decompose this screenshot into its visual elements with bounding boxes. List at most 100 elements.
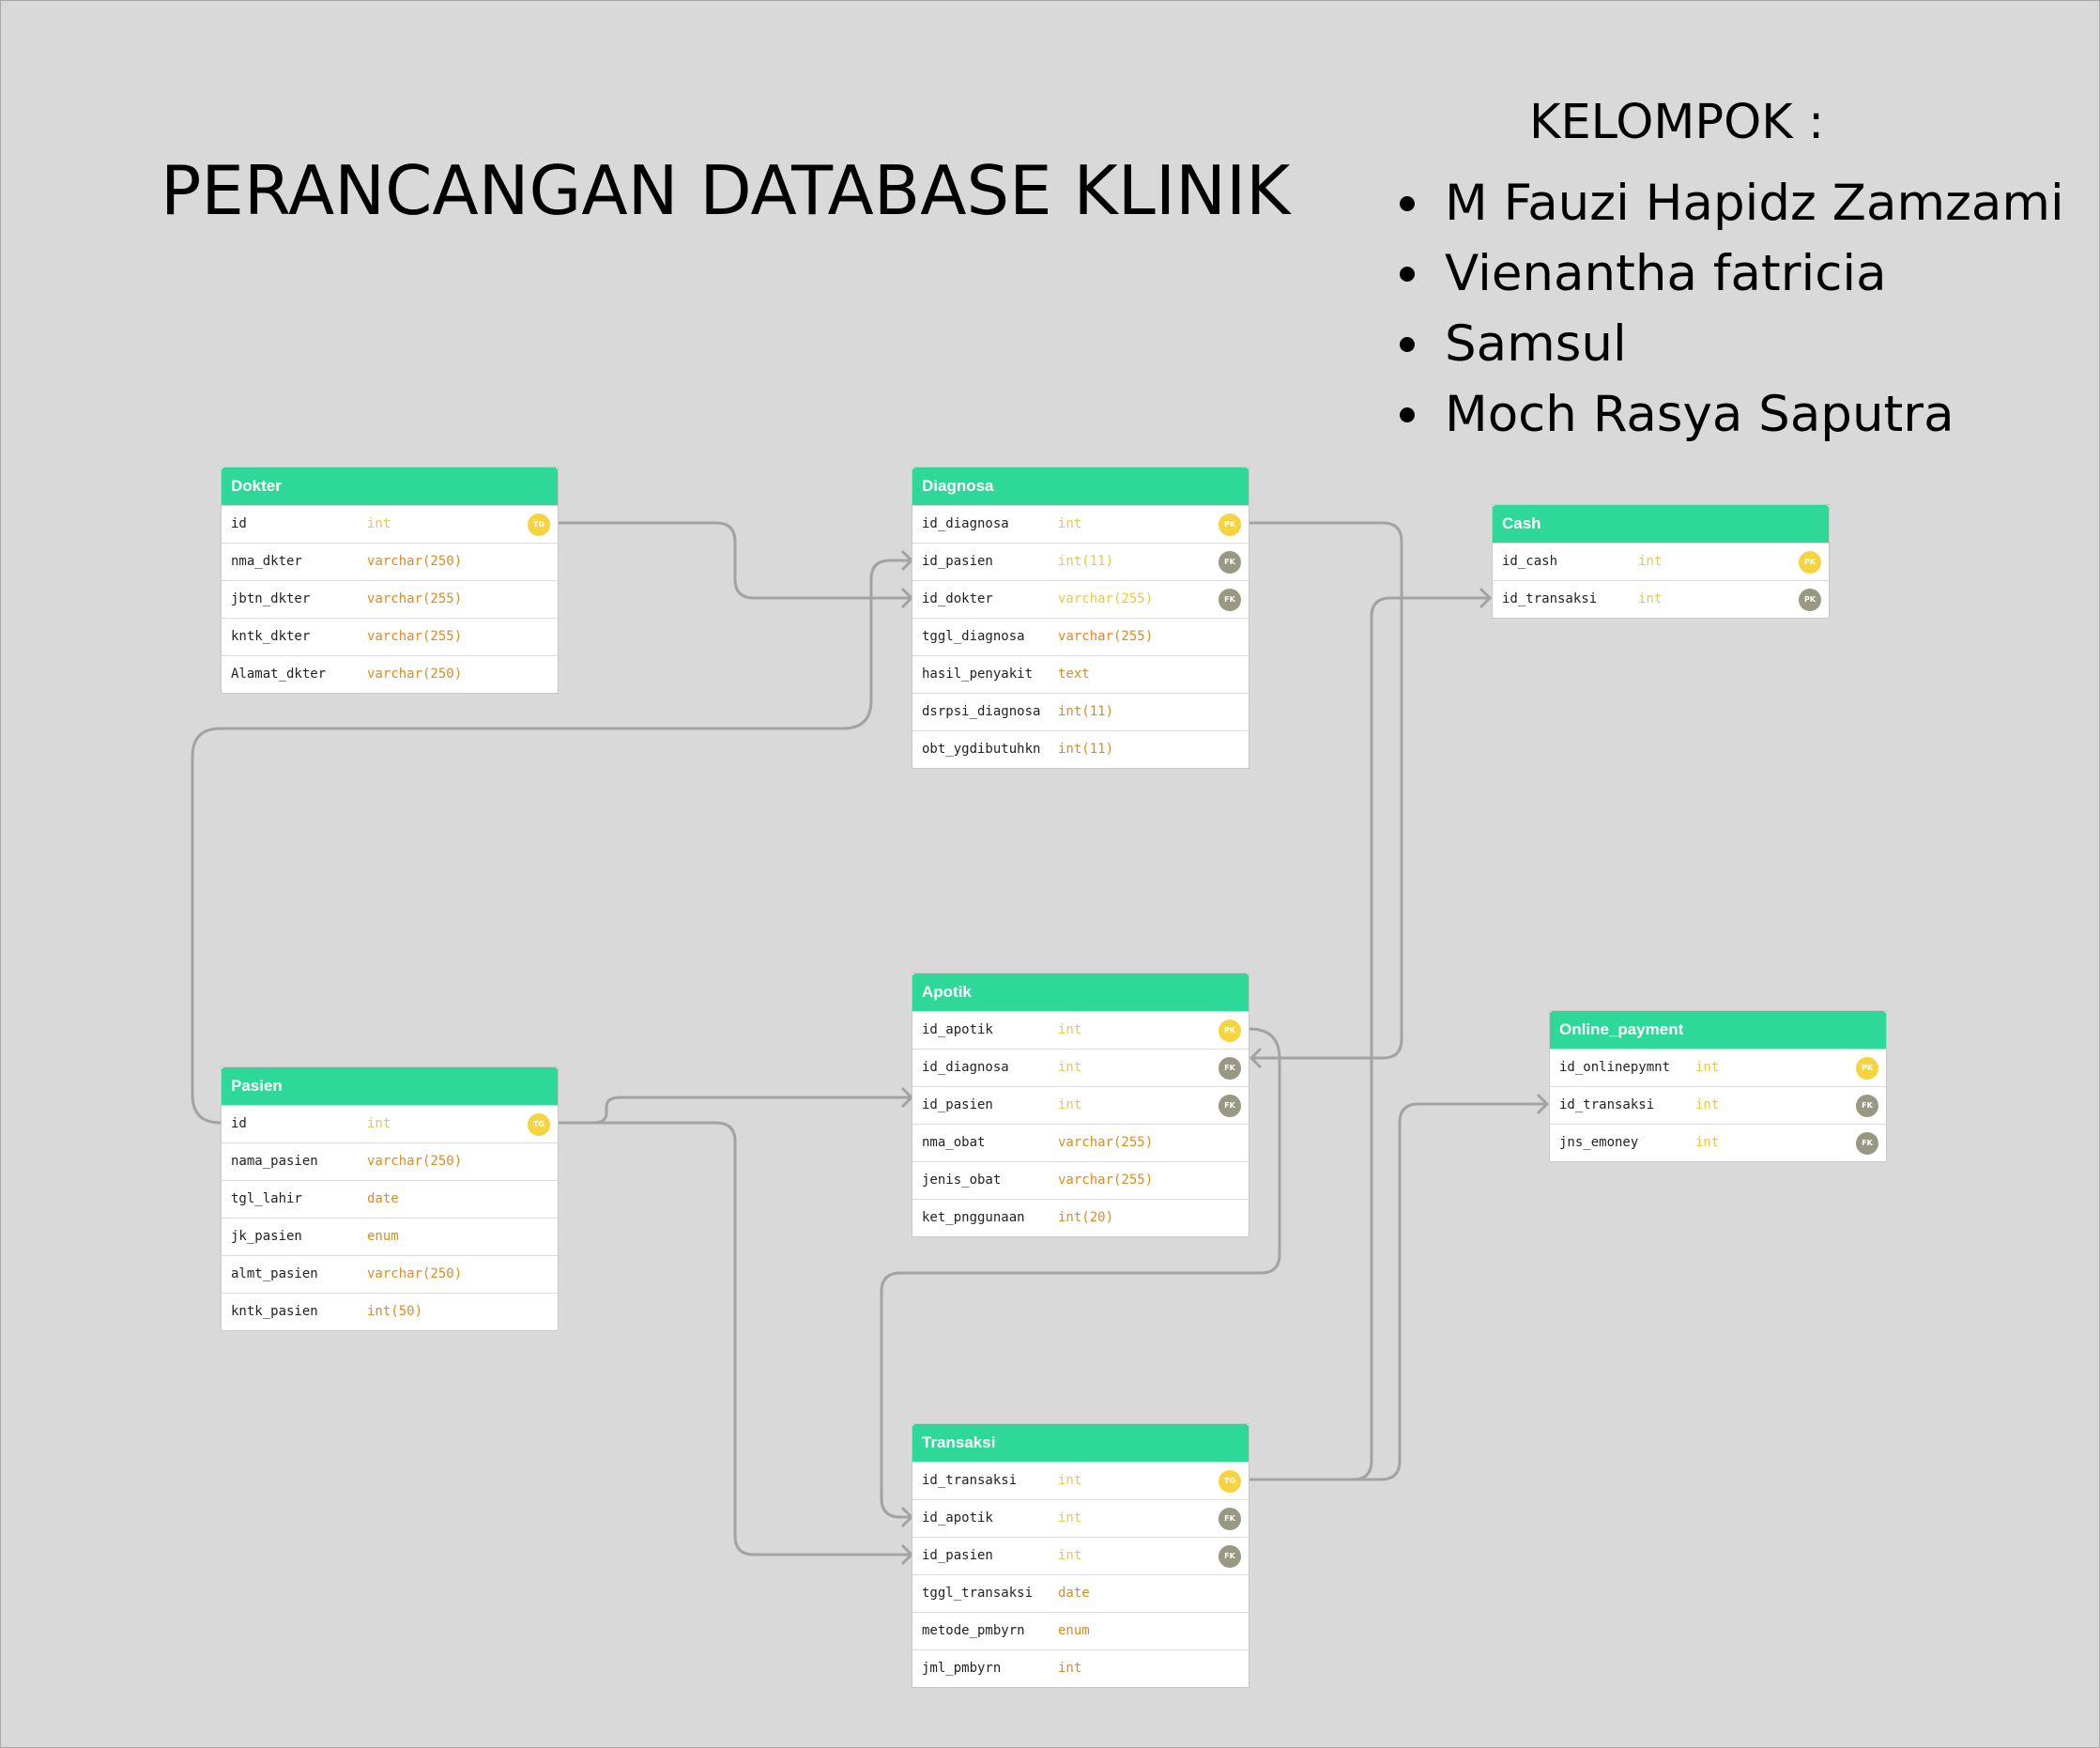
table-header[interactable]: Transaksi: [912, 1424, 1249, 1462]
key-badge-icon: FK: [1219, 1508, 1241, 1530]
field-name: nama_pasien: [231, 1154, 318, 1169]
field-name: id_pasien: [922, 1548, 993, 1563]
key-badge-icon: FK: [1219, 551, 1241, 574]
bullet-icon: [1400, 267, 1415, 282]
table-row[interactable]: jenis_obat varchar(255): [912, 1161, 1249, 1199]
table-row[interactable]: dsrpsi_diagnosa int(11): [912, 693, 1249, 730]
field-type: varchar(255): [1058, 629, 1154, 644]
field-type: text: [1058, 667, 1090, 682]
field-type: int: [1058, 1097, 1082, 1112]
field-name: dsrpsi_diagnosa: [922, 704, 1041, 719]
table-online-payment[interactable]: Online_payment id_onlinepymnt int PK id_tran…: [1549, 1010, 1887, 1162]
field-name: obt_ygdibutuhkn: [922, 742, 1041, 757]
table-row[interactable]: tggl_diagnosa varchar(255): [912, 618, 1249, 655]
table-header[interactable]: Dokter: [222, 468, 558, 505]
table-row[interactable]: id_apotik int FK: [912, 1499, 1249, 1537]
field-name: id_onlinepymnt: [1559, 1060, 1671, 1075]
table-header[interactable]: Online_payment: [1550, 1011, 1886, 1049]
field-name: tggl_diagnosa: [922, 629, 1025, 644]
field-type: int: [1695, 1060, 1720, 1075]
field-type: int(11): [1058, 554, 1114, 569]
key-badge-icon: TG: [1219, 1470, 1241, 1493]
field-type: int(11): [1058, 704, 1114, 719]
key-badge-icon: PK: [1799, 551, 1821, 574]
key-badge-icon: TG: [528, 514, 550, 536]
key-badge-icon: PK: [1219, 1020, 1241, 1042]
field-type: int: [1058, 1510, 1082, 1526]
field-name: jk_pasien: [231, 1229, 302, 1244]
key-badge-icon: FK: [1856, 1095, 1878, 1117]
table-header[interactable]: Pasien: [222, 1067, 558, 1105]
field-type: varchar(250): [367, 1266, 463, 1281]
field-type: varchar(255): [1058, 1173, 1154, 1188]
field-name: hasil_penyakit: [922, 667, 1034, 682]
field-type: int: [1058, 1060, 1082, 1075]
group-member: Samsul: [1396, 309, 2064, 379]
table-row[interactable]: id_onlinepymnt int PK: [1550, 1049, 1886, 1086]
field-name: ket_pnggunaan: [922, 1210, 1025, 1225]
field-name: id_pasien: [922, 1097, 993, 1112]
table-row[interactable]: hasil_penyakit text: [912, 655, 1249, 693]
bullet-icon: [1400, 337, 1415, 352]
field-type: int: [367, 1116, 391, 1131]
field-type: enum: [367, 1229, 399, 1244]
field-type: int: [1058, 516, 1082, 531]
field-type: varchar(250): [367, 554, 463, 569]
table-header[interactable]: Apotik: [912, 974, 1249, 1011]
table-header[interactable]: Diagnosa: [912, 468, 1249, 505]
field-name: jenis_obat: [922, 1173, 1002, 1188]
table-header[interactable]: Cash: [1493, 505, 1829, 543]
connector-pasien-diagnosa: [191, 559, 912, 1125]
field-type: varchar(255): [367, 629, 463, 644]
field-name: id_apotik: [922, 1510, 993, 1526]
key-badge-icon: PK: [1856, 1057, 1878, 1080]
field-type: date: [367, 1191, 399, 1206]
table-row[interactable]: jk_pasien enum: [222, 1218, 558, 1255]
connector-apotik-transaksi: [880, 1027, 1281, 1519]
field-name: jbtn_dkter: [231, 591, 311, 606]
table-row[interactable]: jbtn_dkter varchar(255): [222, 580, 558, 618]
field-name: id_diagnosa: [922, 1060, 1009, 1075]
field-type: varchar(250): [367, 667, 463, 682]
field-type: varchar(255): [367, 591, 463, 606]
field-type: enum: [1058, 1623, 1090, 1638]
field-name: nma_obat: [922, 1135, 986, 1150]
field-name: id: [231, 516, 247, 531]
field-type: int: [1058, 1548, 1082, 1563]
key-badge-icon: FK: [1219, 1057, 1241, 1080]
field-name: id_transaksi: [1502, 591, 1598, 606]
table-row[interactable]: id_diagnosa int FK: [912, 1049, 1249, 1086]
